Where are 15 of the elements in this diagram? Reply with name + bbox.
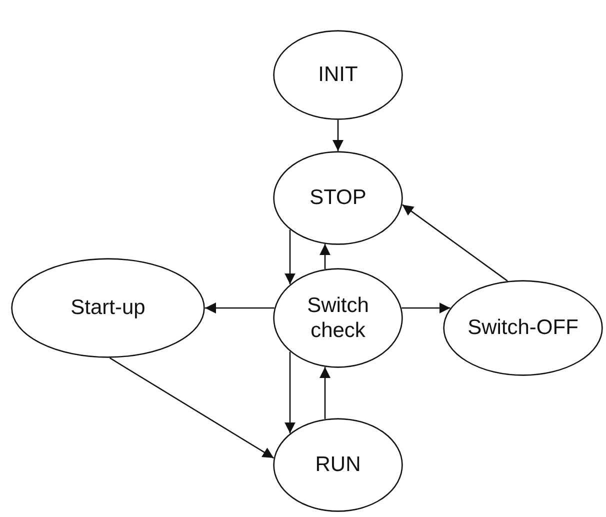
arrow (402, 302, 450, 314)
arrow (320, 367, 330, 419)
state-label: INIT (318, 62, 358, 88)
state-label: Switch-OFF (468, 315, 578, 341)
state-label: STOP (310, 185, 366, 211)
arrow (205, 302, 274, 314)
arrow (284, 352, 296, 434)
arrow (402, 204, 508, 282)
state-label: Start-up (70, 295, 146, 321)
arrow (284, 230, 296, 284)
arrow (109, 357, 274, 459)
arrow (320, 244, 330, 269)
state-label: Switch check (306, 292, 370, 344)
arrow (332, 120, 344, 151)
state-label: RUN (315, 452, 361, 478)
